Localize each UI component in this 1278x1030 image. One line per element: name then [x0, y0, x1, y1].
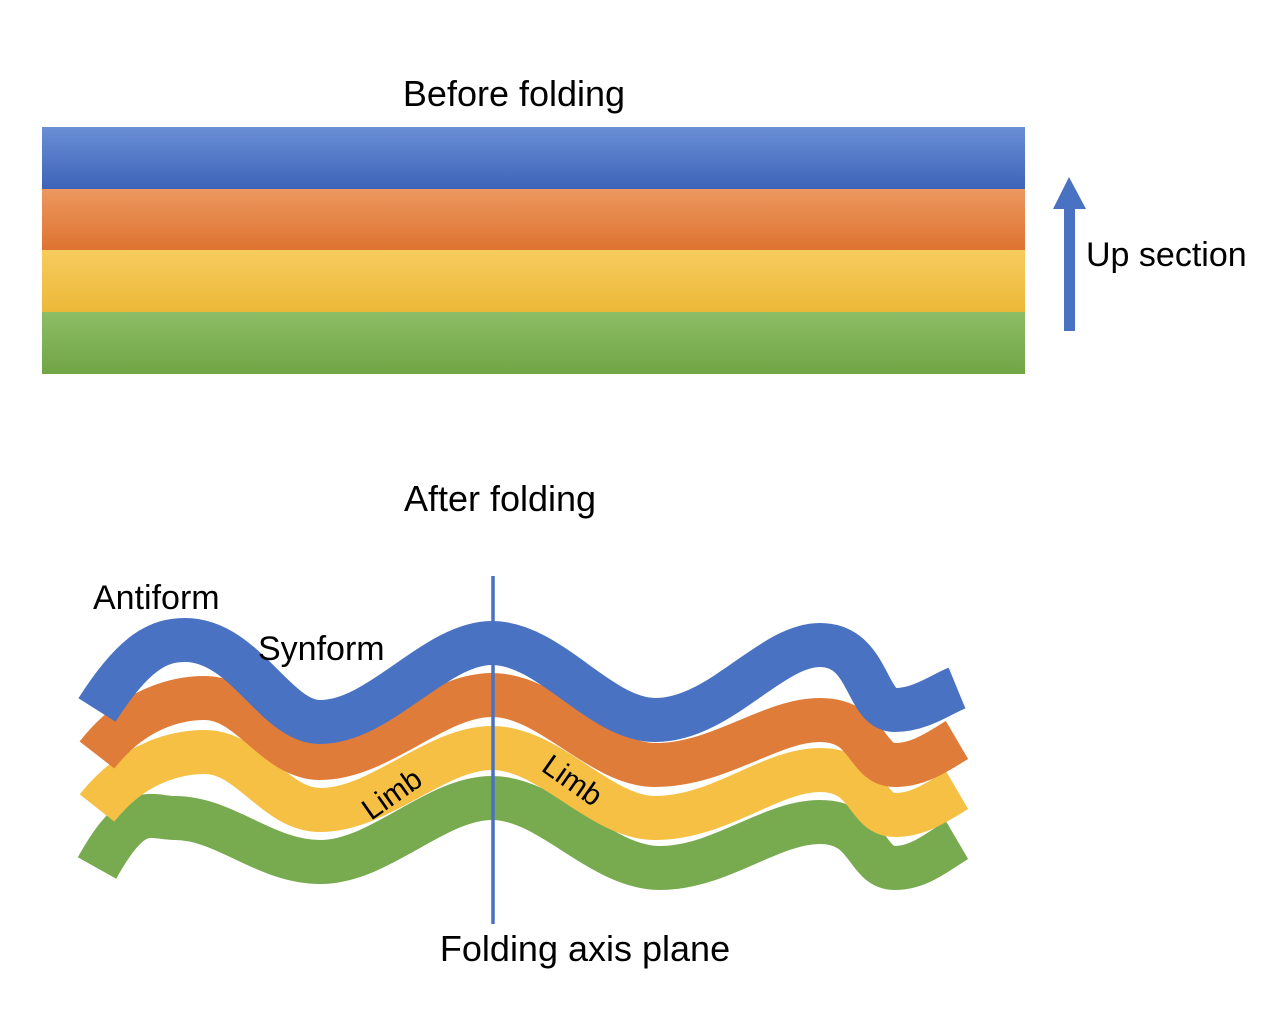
folded-layer-orange [79, 673, 969, 787]
synform-label: Synform [258, 630, 385, 668]
folded-layer-blue [78, 618, 966, 744]
antiform-label: Antiform [93, 579, 220, 617]
up-arrow-icon [1053, 177, 1086, 331]
flat-layer-yellow [42, 250, 1025, 312]
folded-layer-stack [77, 618, 969, 890]
folding-axis-plane-label: Folding axis plane [440, 928, 730, 969]
after-folding-title: After folding [404, 478, 596, 519]
flat-layer-stack [42, 127, 1025, 374]
folded-layer-yellow [79, 726, 969, 840]
flat-layer-green [42, 312, 1025, 374]
before-folding-title: Before folding [403, 73, 625, 114]
up-section-label: Up section [1086, 236, 1247, 274]
folded-layer-green [77, 776, 969, 890]
flat-layer-orange [42, 189, 1025, 250]
flat-layer-blue [42, 127, 1025, 189]
